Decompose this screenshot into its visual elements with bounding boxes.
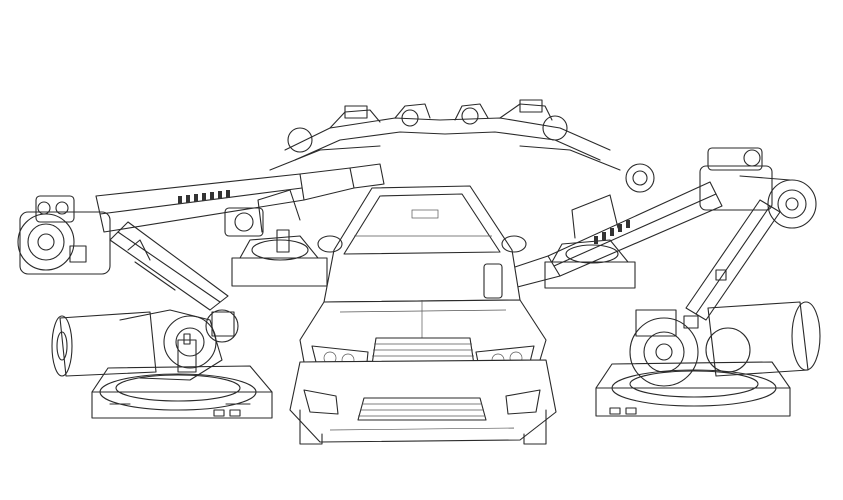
- robot-right: [483, 147, 821, 417]
- robot-back-row: [224, 99, 655, 289]
- car-wireframe: [289, 185, 557, 445]
- robot-left: [17, 163, 385, 419]
